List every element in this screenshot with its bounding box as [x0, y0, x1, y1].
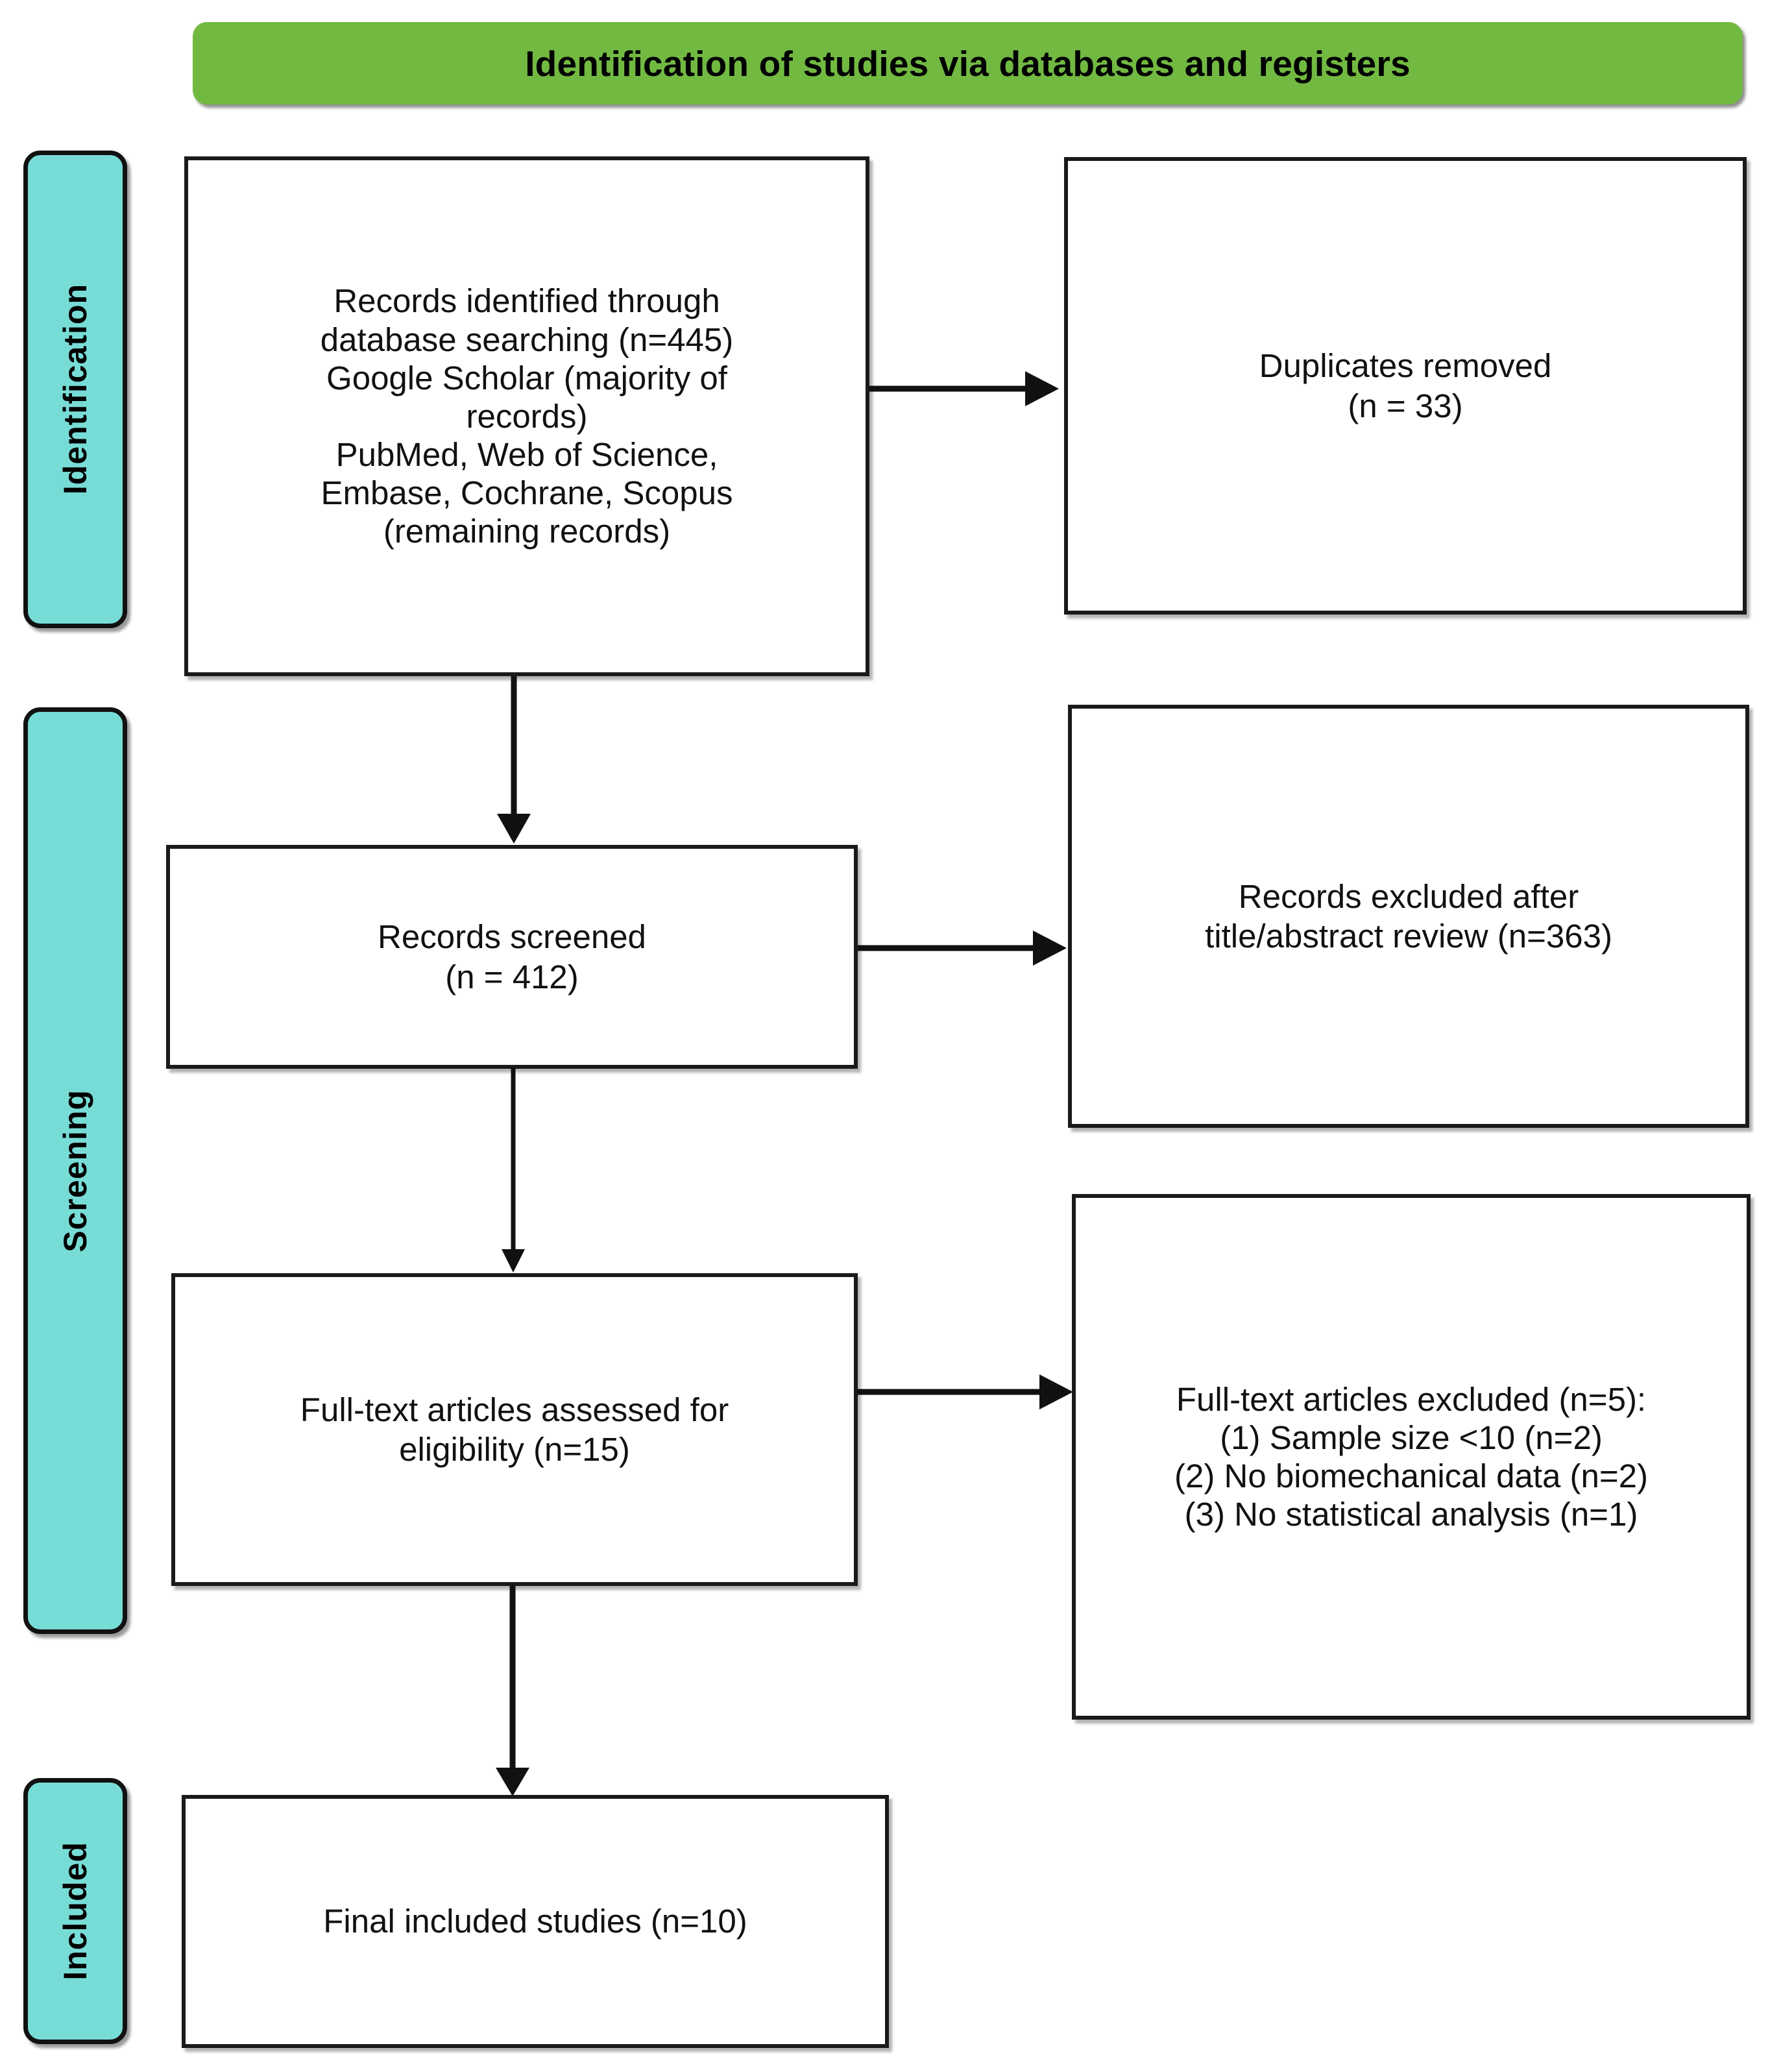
box-fulltext-assessed-text: Full-text articles assessed for eligibil… — [300, 1391, 729, 1468]
diagram-header-banner: Identification of studies via databases … — [193, 22, 1743, 104]
stage-label-identification: Identification — [57, 284, 93, 495]
box-records-identified-text: Records identified through database sear… — [320, 282, 734, 550]
arrow-fulltext-to-final — [488, 1585, 537, 1799]
diagram-title: Identification of studies via databases … — [525, 43, 1411, 84]
box-fulltext-excluded-text: Full-text articles excluded (n=5): (1) S… — [1174, 1380, 1648, 1533]
box-final-included: Final included studies (n=10) — [182, 1795, 889, 2048]
box-records-identified: Records identified through database sear… — [184, 156, 869, 676]
stage-label-included: Included — [57, 1842, 93, 1981]
arrow-identified-to-screened — [488, 676, 540, 846]
box-duplicates-removed-text: Duplicates removed (n = 33) — [1259, 347, 1552, 424]
box-final-included-text: Final included studies (n=10) — [323, 1903, 747, 1940]
box-records-excluded-text: Records excluded after title/abstract re… — [1205, 877, 1612, 955]
arrow-identified-to-duplicates — [867, 367, 1061, 410]
stage-rail-screening: Screening — [23, 707, 127, 1634]
arrow-fulltext-to-excluded — [855, 1371, 1076, 1413]
arrow-screened-to-excluded — [855, 927, 1069, 969]
box-records-excluded: Records excluded after title/abstract re… — [1068, 705, 1749, 1128]
box-fulltext-assessed: Full-text articles assessed for eligibil… — [171, 1273, 858, 1586]
stage-rail-included: Included — [23, 1778, 127, 2044]
box-fulltext-excluded: Full-text articles excluded (n=5): (1) S… — [1072, 1194, 1751, 1720]
stage-rail-identification: Identification — [23, 151, 127, 628]
arrow-screened-to-fulltext — [491, 1067, 536, 1275]
box-duplicates-removed: Duplicates removed (n = 33) — [1064, 157, 1747, 615]
stage-label-screening: Screening — [57, 1089, 93, 1252]
box-records-screened-text: Records screened (n = 412) — [378, 918, 646, 995]
box-records-screened: Records screened (n = 412) — [166, 845, 858, 1069]
